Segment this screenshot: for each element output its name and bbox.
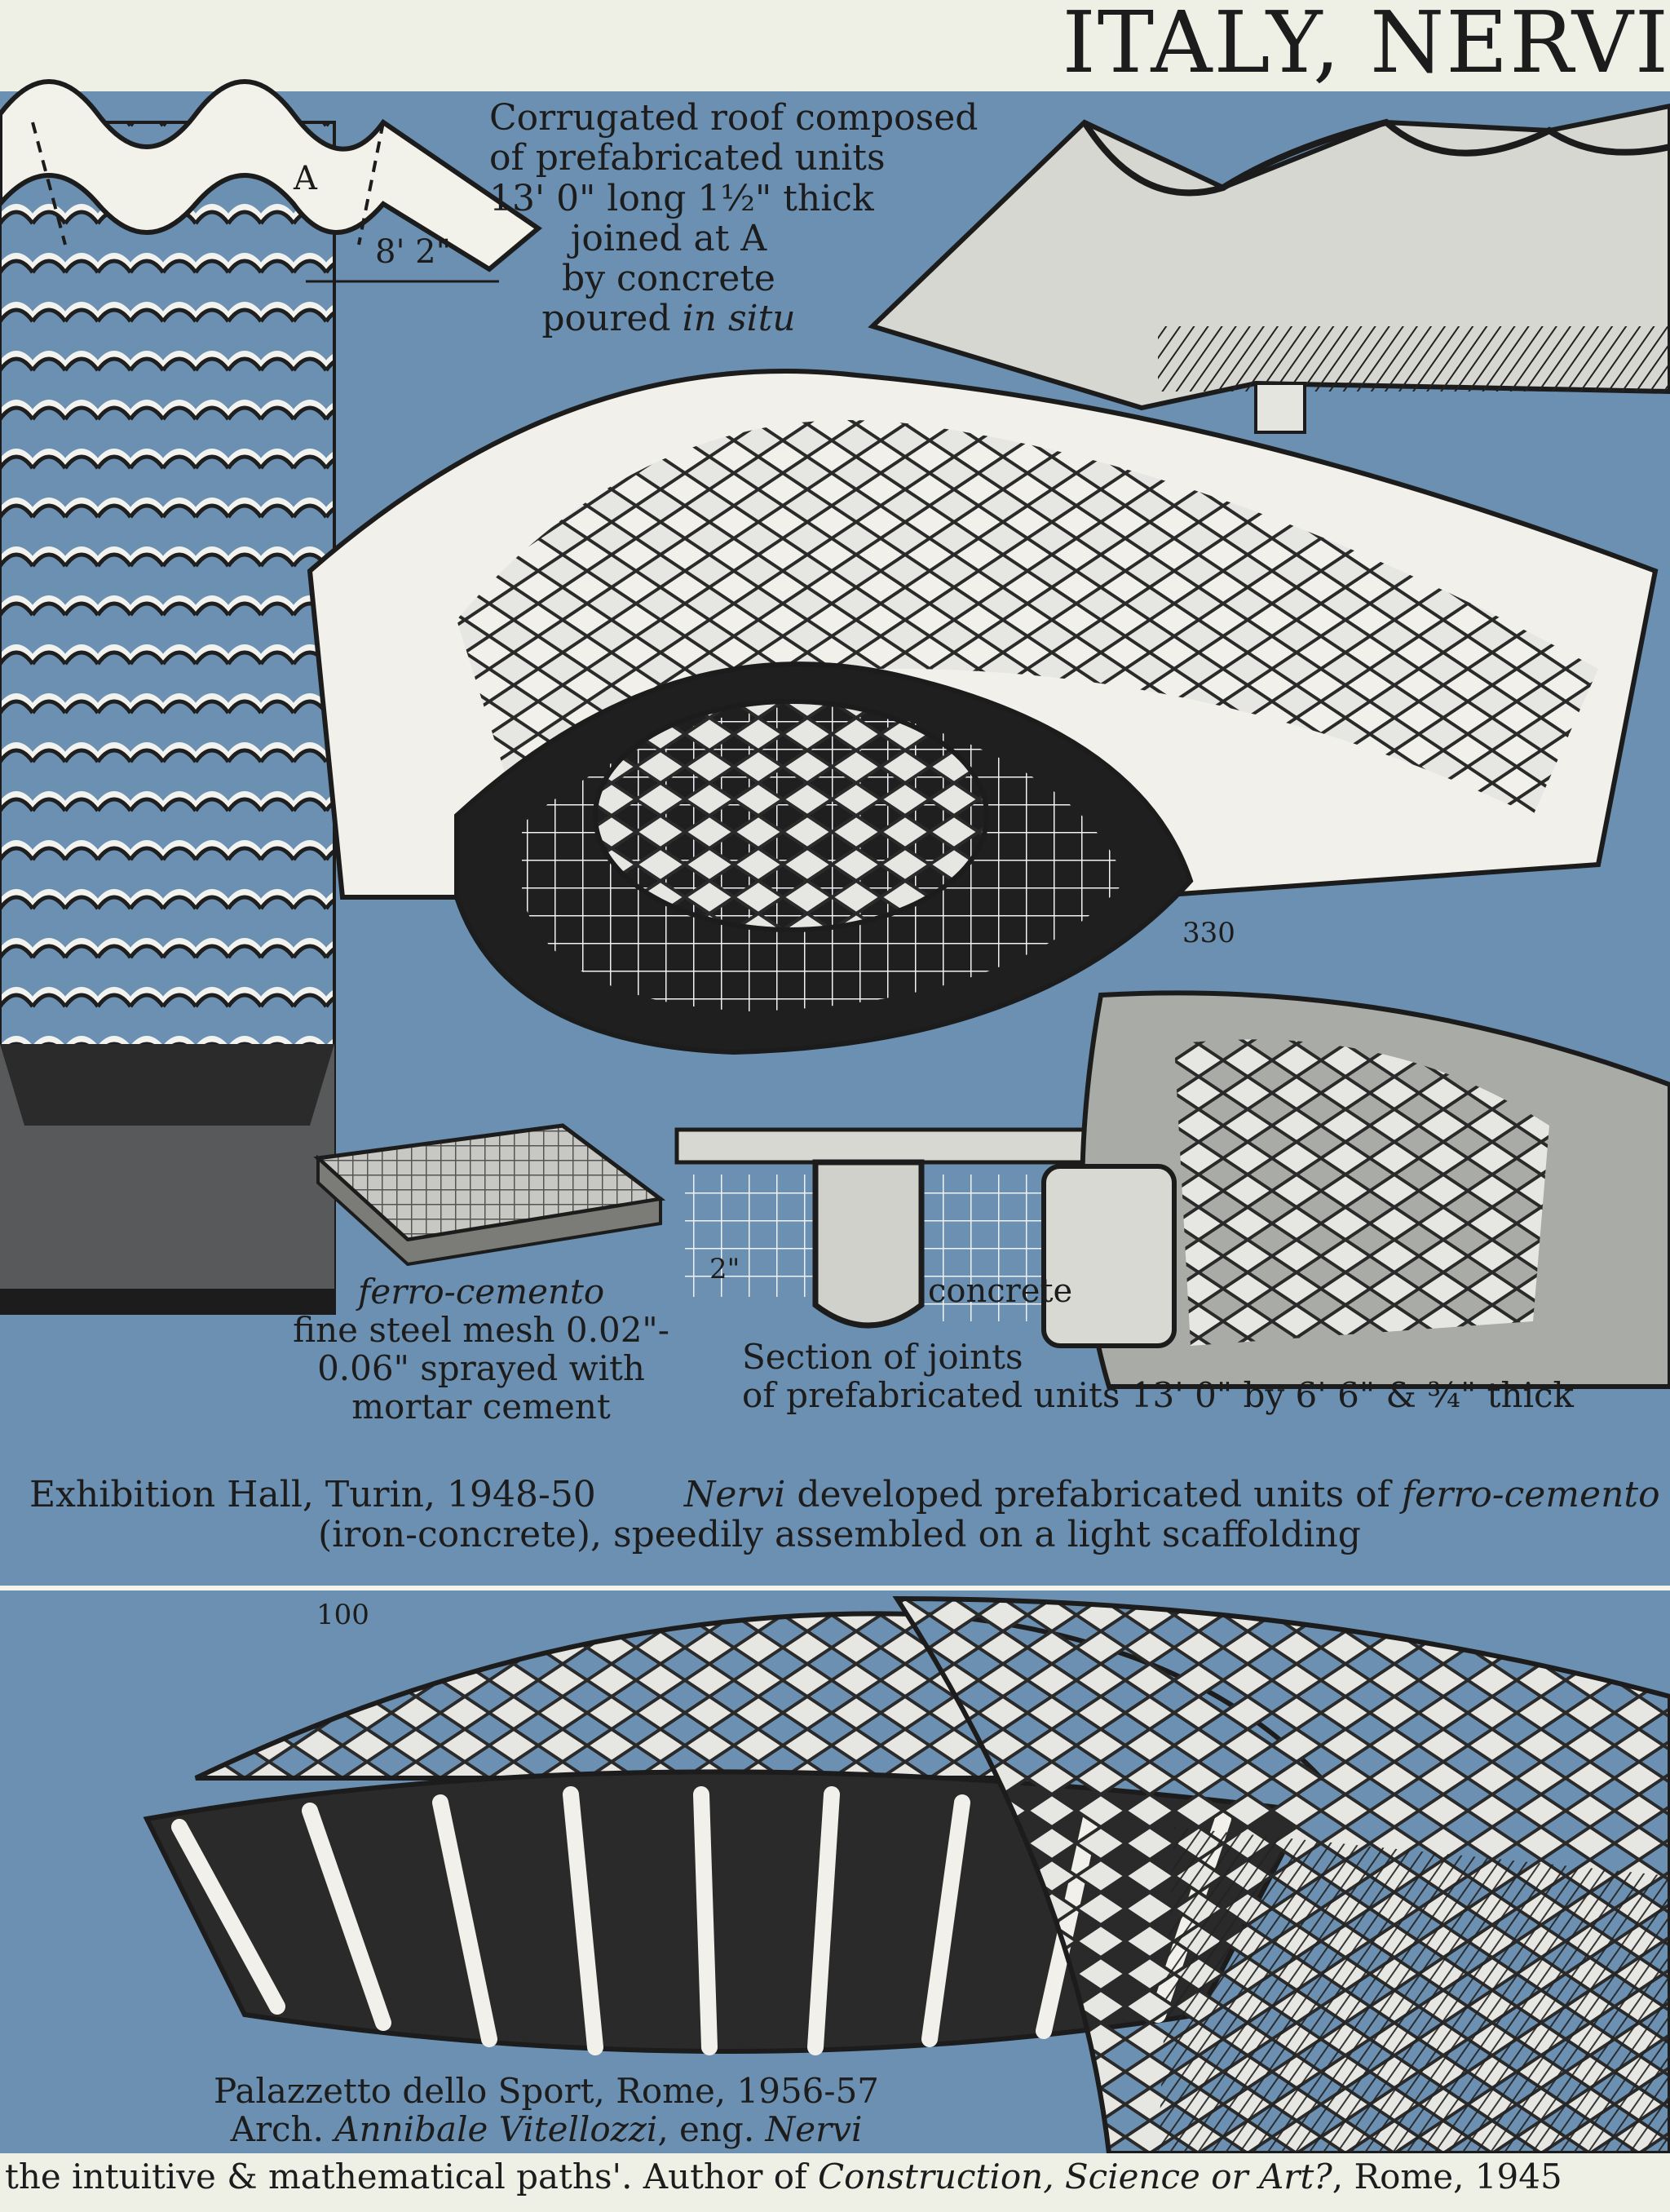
roof-caption-line-1: Corrugated roof composed — [489, 97, 979, 139]
dim-100: 100 — [316, 1599, 369, 1631]
roof-caption: Corrugated roof composed of prefabricate… — [489, 97, 979, 339]
concrete-label: concrete — [928, 1272, 1073, 1310]
roof-caption-line-5: by concrete — [562, 258, 775, 300]
footer-prefix: the intuitive & mathematical paths'. Aut… — [5, 2157, 818, 2197]
ferro-cemento-word: ferro-cemento — [1401, 1474, 1660, 1515]
dim-2: 2" — [709, 1253, 740, 1285]
rome-architect: Annibale Vitellozzi — [334, 2109, 658, 2150]
section-caption-line-1: Section of joints — [742, 1337, 1023, 1377]
turin-caption: Exhibition Hall, Turin, 1948-50 Nervi de… — [0, 1475, 1670, 1555]
ferro-caption-line-2: 0.06" sprayed with — [317, 1348, 645, 1389]
rome-caption: Palazzetto dello Sport, Rome, 1956-57 Ar… — [188, 2072, 905, 2148]
footer-suffix: , Rome, 1945 — [1332, 2157, 1562, 2197]
turin-caption-line-2: (iron-concrete), speedily assembled on a… — [318, 1514, 1361, 1556]
roof-caption-line-2: of prefabricated units — [489, 137, 886, 179]
ferro-cemento-title: ferro-cemento — [357, 1272, 605, 1312]
footer: the intuitive & mathematical paths'. Aut… — [0, 2153, 1670, 2212]
rome-engineer: Nervi — [765, 2109, 863, 2150]
label-a: A — [294, 160, 317, 197]
turin-title: Exhibition Hall, Turin, 1948-50 — [29, 1474, 596, 1515]
roof-caption-line-3: 13' 0" long 1½" thick — [489, 177, 874, 219]
rome-caption-line-2: Arch. Annibale Vitellozzi, eng. Nervi — [188, 2110, 905, 2148]
dome-construction-drawing — [892, 1595, 1670, 2156]
scaffolding-closeup-drawing — [1041, 990, 1670, 1389]
dim-330: 330 — [1182, 917, 1235, 949]
footer-text: the intuitive & mathematical paths'. Aut… — [5, 2157, 1562, 2197]
ferro-cemento-mesh-drawing — [313, 1123, 666, 1267]
rome-caption-line-1: Palazzetto dello Sport, Rome, 1956-57 — [213, 2071, 880, 2111]
nervi-caption-part-1: developed prefabricated units of — [785, 1474, 1402, 1515]
nervi-word: Nervi — [683, 1474, 786, 1515]
turin-caption-line-1: Exhibition Hall, Turin, 1948-50 Nervi de… — [0, 1475, 1670, 1515]
panel-divider — [0, 1586, 1670, 1590]
rome-arch-label: Arch. — [230, 2109, 335, 2150]
roof-exterior-drawing — [868, 103, 1670, 434]
section-caption-line-2: of prefabricated units 13' 0" by 6' 6" &… — [742, 1375, 1574, 1416]
roof-caption-line-4: joined at A — [570, 217, 767, 259]
roof-caption-line-6: poured in situ — [489, 299, 848, 338]
dim-8-2: 8' 2" — [375, 233, 452, 271]
ferro-caption-line-3: mortar cement — [351, 1387, 611, 1427]
section-caption: Section of joints of prefabricated units… — [693, 1338, 1623, 1414]
joint-section-drawing — [674, 1127, 1087, 1329]
ferro-caption-line-1: fine steel mesh 0.02"- — [293, 1310, 669, 1351]
rome-eng-label: , eng. — [657, 2109, 766, 2150]
ferro-cemento-caption: ferro-cemento fine steel mesh 0.02"- 0.0… — [269, 1272, 693, 1426]
turin-hall-drawing — [307, 369, 1659, 1055]
page-title: ITALY, NERVI — [1062, 0, 1670, 92]
roof-caption-in-situ: in situ — [682, 298, 796, 340]
footer-book-title: Construction, Science or Art? — [818, 2157, 1332, 2197]
roof-caption-poured: poured — [541, 298, 671, 340]
